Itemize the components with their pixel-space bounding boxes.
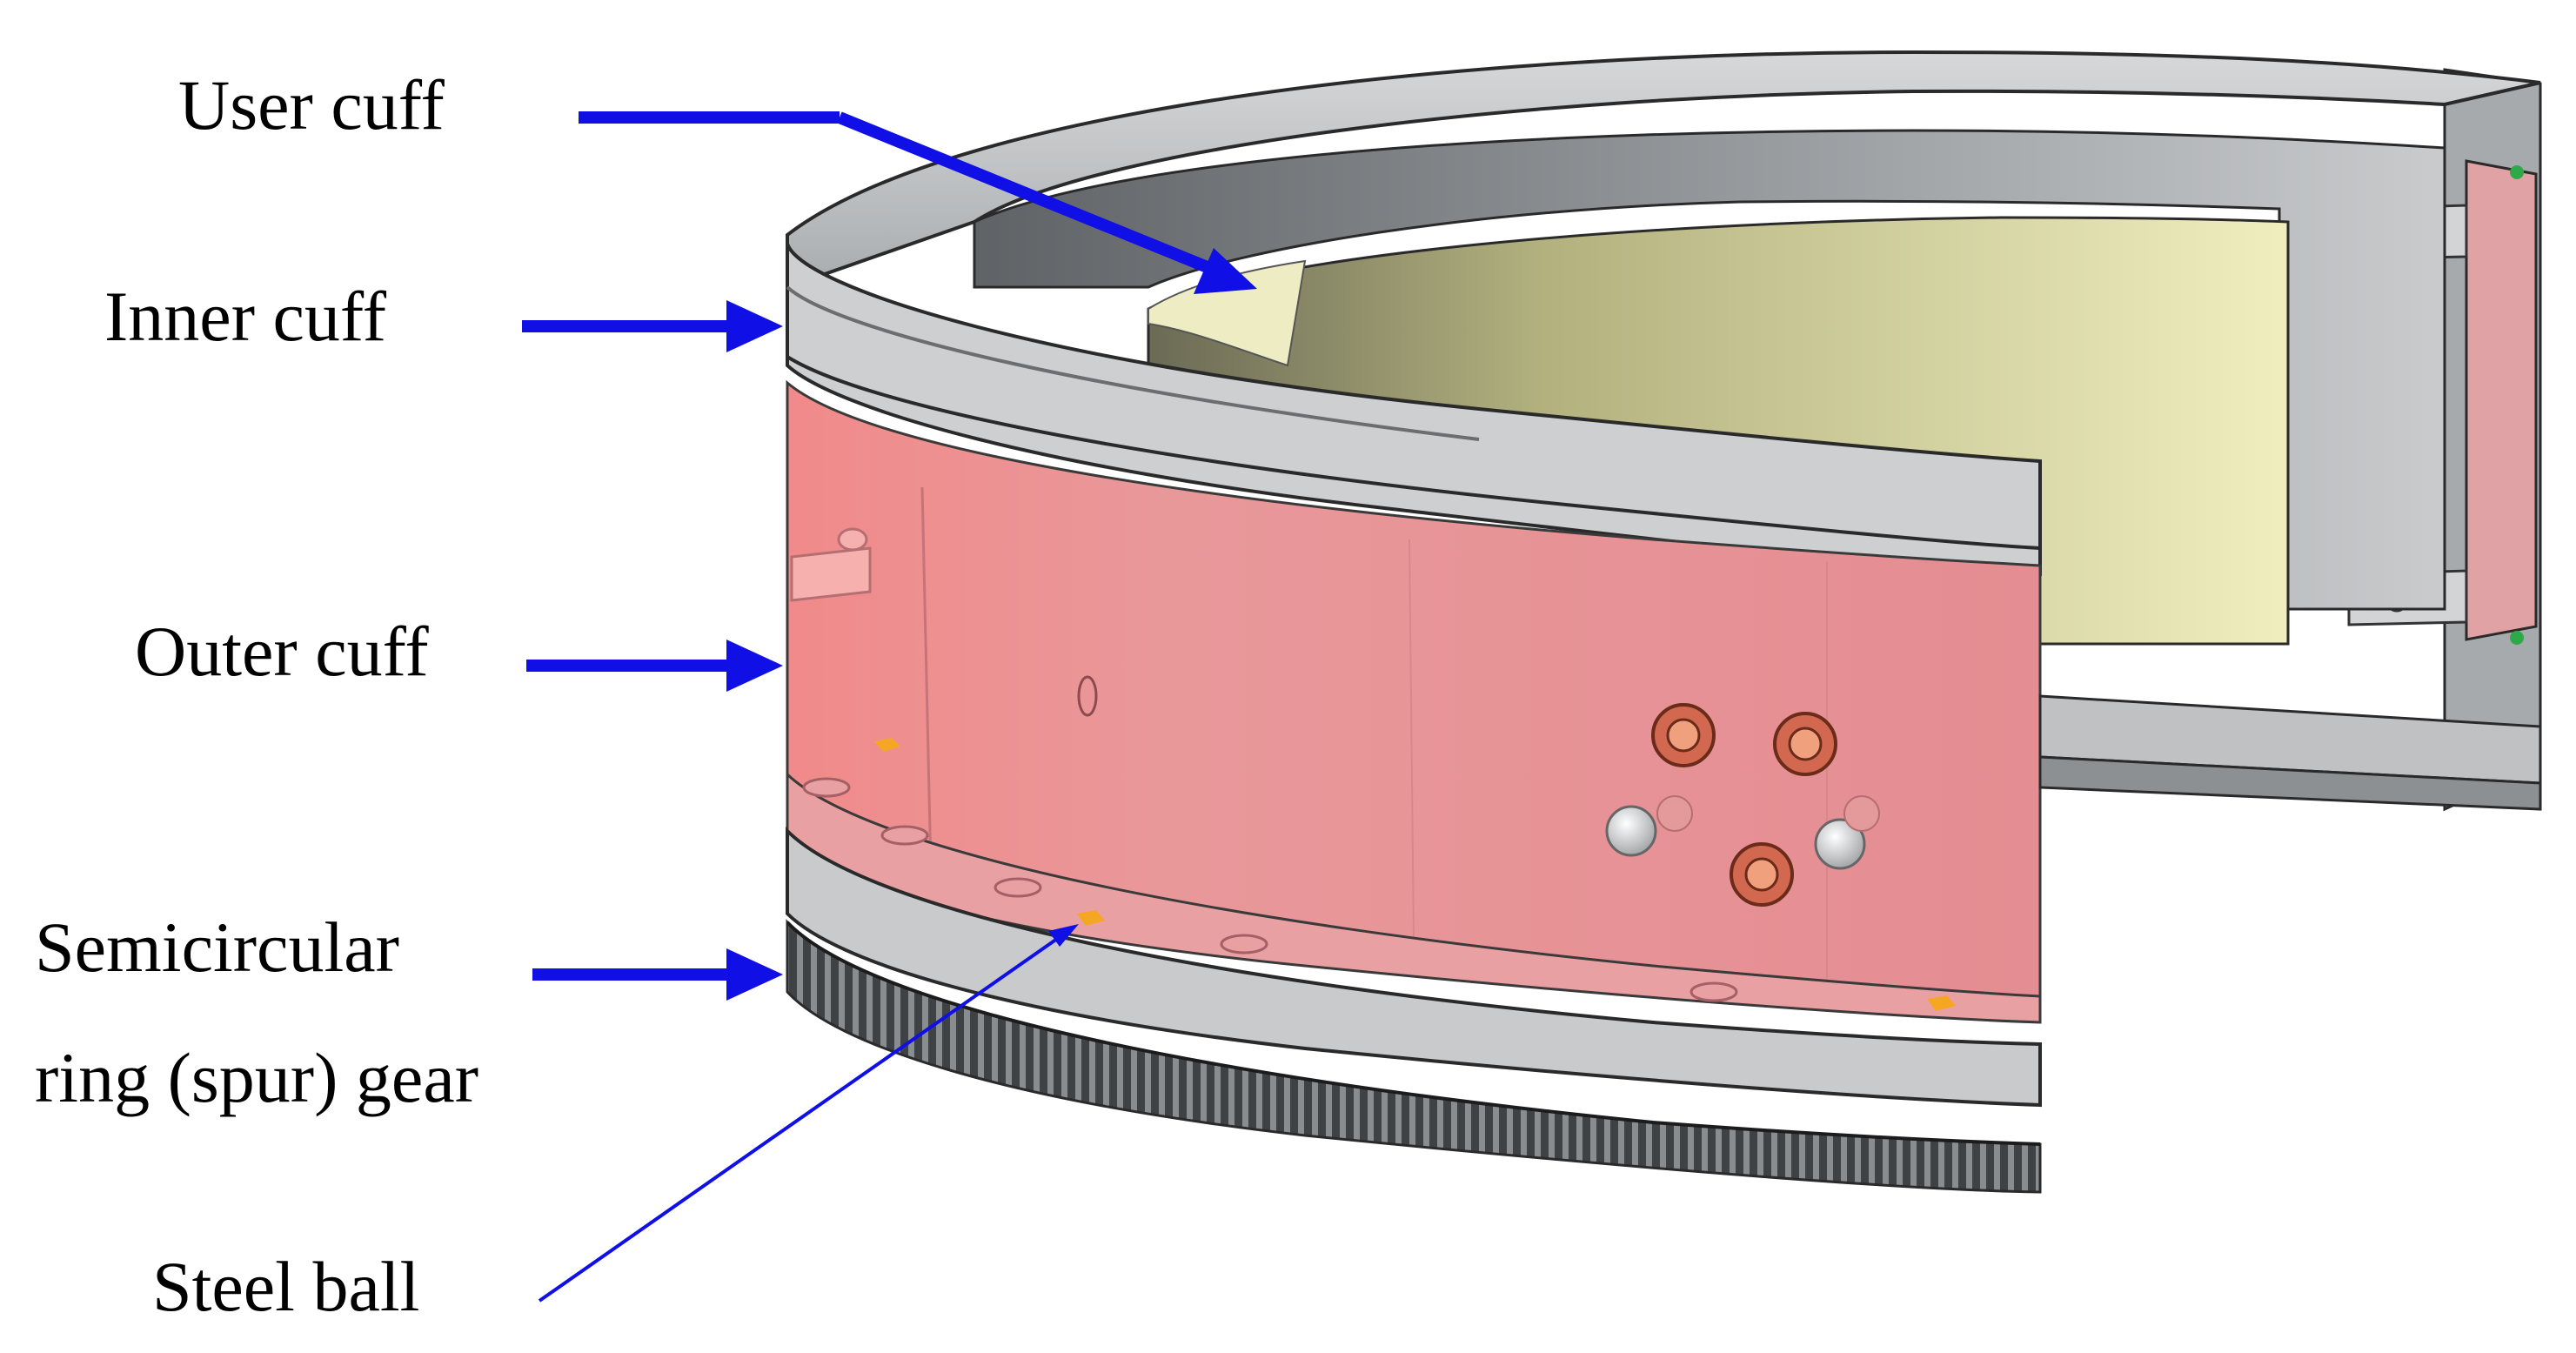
screw-icon [1773, 712, 1837, 776]
pin-icon [1843, 795, 1880, 832]
arrow-right-icon [579, 111, 1257, 294]
inner-cuff-top-ring [786, 50, 2541, 611]
arrow-right-icon [526, 640, 783, 692]
arrow-right-icon [522, 300, 783, 352]
label-inner-cuff: Inner cuff [104, 277, 387, 356]
steel-ball-icon [1927, 995, 1956, 1011]
label-gear-line2: ring (spur) gear [35, 1038, 479, 1117]
screw-icon [1730, 842, 1794, 907]
label-user-cuff: User cuff [178, 65, 445, 144]
pin-icon [1656, 795, 1693, 832]
arrow-right-icon [532, 948, 783, 1001]
inner-cuff-near-ring [786, 243, 2042, 577]
user-cuff [1147, 216, 2290, 646]
lower-gray-ring [786, 694, 2542, 1108]
steel-ball-icon [1077, 910, 1105, 926]
ball-race-flange [786, 738, 2042, 1024]
pin-icon [1814, 818, 1866, 870]
screw-icon [1651, 703, 1716, 767]
label-steel-ball: Steel ball [152, 1247, 420, 1326]
label-outer-cuff: Outer cuff [135, 612, 429, 691]
label-gear-line1: Semicircular [35, 908, 399, 987]
pin-icon [1605, 805, 1657, 857]
screw-group [1605, 703, 1880, 907]
pointer-line [538, 924, 1079, 1303]
steel-ball-icon [874, 738, 900, 752]
semicircular-ring-gear [786, 919, 2042, 1194]
annotation-arrows [522, 111, 1257, 1303]
